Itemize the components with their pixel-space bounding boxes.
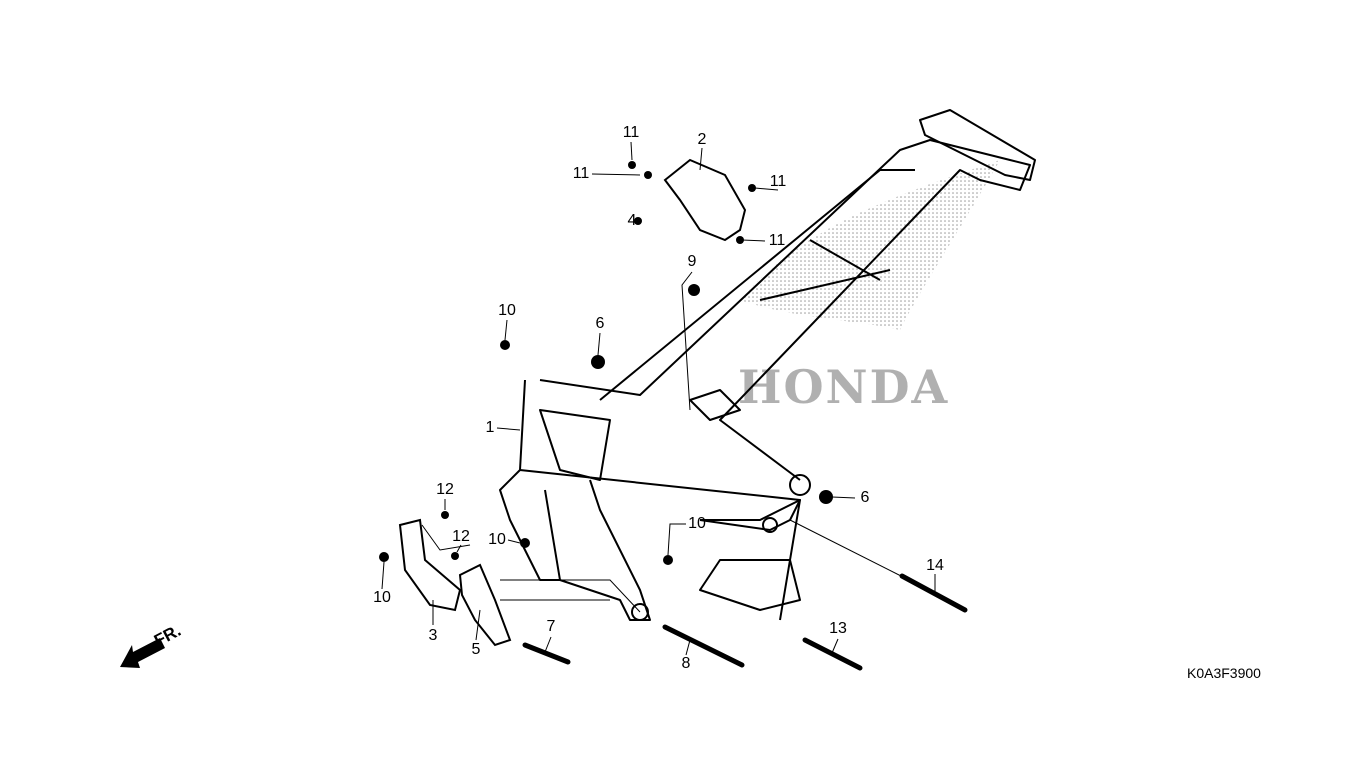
callout-11[interactable]: 11 <box>572 165 590 182</box>
callout-12[interactable]: 12 <box>452 528 470 545</box>
callout-2[interactable]: 2 <box>697 131 707 148</box>
callout-6[interactable]: 6 <box>595 315 605 332</box>
callout-13[interactable]: 13 <box>829 620 847 637</box>
callout-10[interactable]: 10 <box>498 302 516 319</box>
honda-wing-watermark <box>740 160 1000 330</box>
bracket-2 <box>663 158 747 242</box>
main-frame <box>499 109 1036 621</box>
bracket-5 <box>458 563 512 647</box>
callout-11[interactable]: 11 <box>622 124 640 141</box>
callout-10[interactable]: 10 <box>488 531 506 548</box>
fasteners <box>379 161 833 565</box>
bracket-3 <box>398 518 462 612</box>
callout-11[interactable]: 11 <box>768 232 786 249</box>
callout-9[interactable]: 9 <box>687 253 697 270</box>
front-arrow-icon <box>120 638 165 668</box>
callout-7[interactable]: 7 <box>546 618 556 635</box>
callout-5[interactable]: 5 <box>471 641 481 658</box>
callout-10[interactable]: 10 <box>373 589 391 606</box>
callout-12[interactable]: 12 <box>436 481 454 498</box>
honda-watermark: HONDA <box>738 360 950 414</box>
leader-lines <box>381 141 936 656</box>
callout-10[interactable]: 10 <box>688 515 706 532</box>
callout-14[interactable]: 14 <box>926 557 944 574</box>
callout-11[interactable]: 11 <box>769 173 787 190</box>
callout-3[interactable]: 3 <box>428 627 438 644</box>
callout-1[interactable]: 1 <box>485 419 495 436</box>
diagram-code: K0A3F3900 <box>1187 665 1261 681</box>
callout-4[interactable]: 4 <box>627 212 637 229</box>
callout-8[interactable]: 8 <box>681 655 691 672</box>
callout-6[interactable]: 6 <box>860 489 870 506</box>
bolts <box>522 573 968 671</box>
